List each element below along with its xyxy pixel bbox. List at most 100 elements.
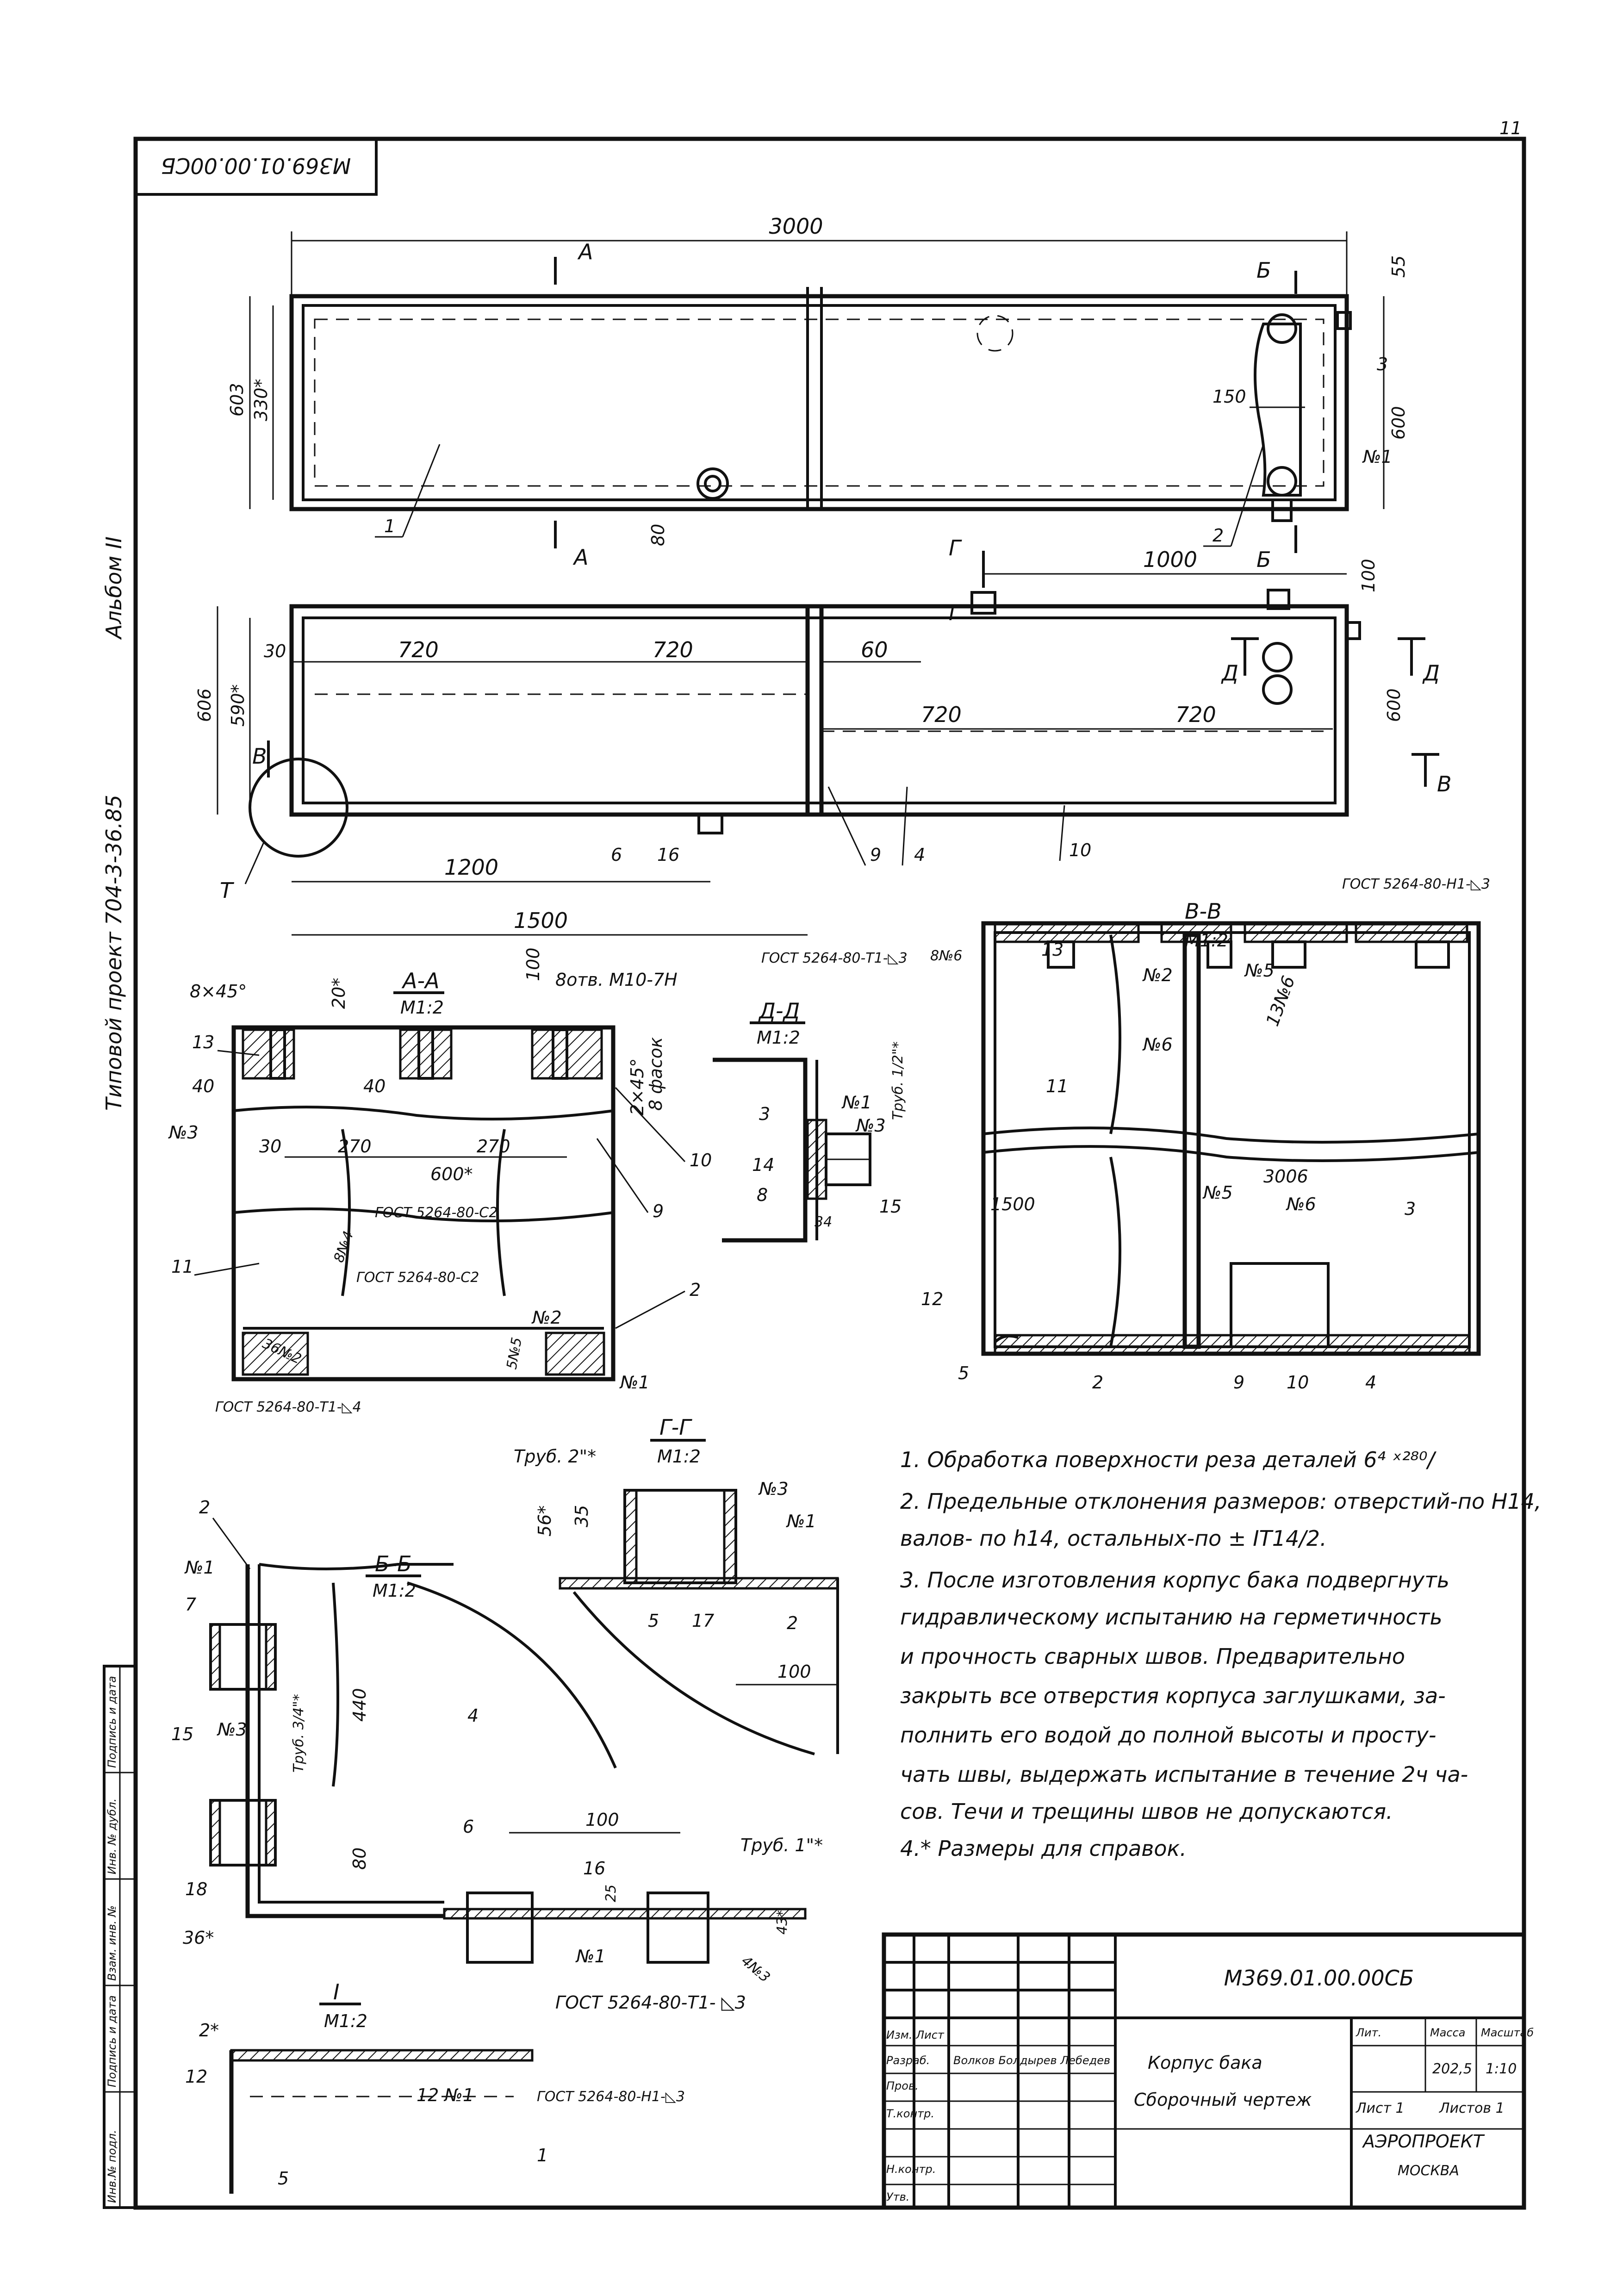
svg-text:13№6: 13№6 (1262, 973, 1299, 1029)
svg-text:№6: №6 (1286, 1194, 1316, 1214)
svg-text:12 №1: 12 №1 (417, 2085, 474, 2105)
svg-text:А-А: А-А (401, 968, 440, 993)
svg-text:2: 2 (1213, 525, 1224, 546)
svg-text:ГОСТ 5264-80-Т1-◺4: ГОСТ 5264-80-Т1-◺4 (215, 1399, 361, 1415)
svg-text:и прочность сварных швов. Пред: и прочность сварных швов. Предварительно (900, 1644, 1405, 1669)
svg-text:10: 10 (690, 1150, 712, 1170)
svg-text:Сборочный чертеж: Сборочный чертеж (1134, 2090, 1312, 2110)
svg-text:2: 2 (690, 1280, 701, 1300)
svg-text:330*: 330* (251, 379, 271, 421)
svg-text:60: 60 (861, 637, 888, 662)
svg-text:АЭРОПРОЕКТ: АЭРОПРОЕКТ (1362, 2131, 1485, 2152)
svg-text:№2: №2 (1142, 965, 1173, 985)
svg-text:600*: 600* (430, 1164, 473, 1184)
svg-text:А: А (572, 545, 588, 570)
svg-text:ГОСТ 5264-80-Н1-◺3: ГОСТ 5264-80-Н1-◺3 (537, 2089, 685, 2105)
svg-text:1200: 1200 (444, 855, 498, 880)
svg-text:№2: №2 (531, 1307, 562, 1328)
svg-text:590*: 590* (228, 684, 248, 727)
svg-text:№1: №1 (1362, 447, 1393, 467)
svg-text:100: 100 (523, 947, 543, 981)
svg-text:270: 270 (477, 1136, 510, 1157)
svg-text:7: 7 (185, 1594, 196, 1615)
project-label: Типовой проект 704-3-36.85 (101, 795, 126, 1111)
svg-text:11: 11 (1046, 1076, 1068, 1096)
svg-text:Изм. Лист: Изм. Лист (886, 2028, 945, 2041)
svg-text:25: 25 (603, 1885, 619, 1902)
svg-text:80: 80 (648, 524, 668, 546)
svg-text:Подпись и дата: Подпись и дата (106, 1995, 118, 2087)
svg-text:Лит.: Лит. (1356, 2026, 1381, 2039)
svg-text:606: 606 (194, 688, 215, 722)
svg-text:10: 10 (1069, 840, 1091, 860)
svg-text:440: 440 (349, 1688, 370, 1722)
svg-text:МОСКВА: МОСКВА (1398, 2163, 1459, 2179)
svg-text:15: 15 (879, 1196, 902, 1217)
svg-text:8№4: 8№4 (331, 1229, 357, 1265)
section-GG: Г-Г М1:2 Труб. 2"* 56* 35 №3 №1 5 17 2 1… (514, 1415, 839, 1755)
section-DD: Д-Д М1:2 Труб. 1/2"* №1 №3 3 14 8 15 34 (713, 998, 906, 1243)
svg-text:1: 1 (384, 516, 395, 536)
svg-text:56*: 56* (535, 1506, 555, 1537)
svg-text:1. Обработка поверхности реза: 1. Обработка поверхности реза деталей 6⁴… (900, 1447, 1436, 1472)
plan-view: 1000 100 606 590* 600 30 720 720 60 720 … (194, 535, 1452, 936)
title-block: М369.01.00.00СБ Корпус бака Сборочный че… (882, 1932, 1534, 2210)
svg-text:1500: 1500 (514, 908, 568, 933)
section-VV: В-В М1:2 ГОСТ 5264-80-Н1-◺3 ГОСТ 5264-80… (761, 876, 1490, 1393)
svg-text:гидравлическому испытанию на г: гидравлическому испытанию на герметичнос… (900, 1605, 1443, 1630)
svg-text:Разраб.: Разраб. (886, 2054, 930, 2067)
svg-text:13: 13 (192, 1032, 214, 1052)
svg-text:ГОСТ 5264-80-С2: ГОСТ 5264-80-С2 (375, 1205, 497, 1221)
svg-text:603: 603 (227, 383, 247, 417)
svg-text:14: 14 (752, 1155, 774, 1175)
svg-text:№1: №1 (575, 1946, 606, 1966)
svg-text:16: 16 (657, 845, 679, 865)
svg-text:№3: №3 (758, 1479, 789, 1499)
svg-text:720: 720 (398, 637, 439, 662)
svg-text:35: 35 (572, 1505, 592, 1527)
svg-text:I: I (333, 1979, 340, 2004)
dim-3000: 3000 (769, 214, 823, 239)
album-label: Альбом II (101, 536, 126, 640)
svg-text:720: 720 (921, 702, 962, 727)
svg-text:чать швы, выдержать испытание: чать швы, выдержать испытание в течение … (900, 1762, 1468, 1787)
svg-text:2: 2 (1092, 1372, 1103, 1393)
svg-text:Г: Г (949, 600, 962, 625)
svg-text:1000: 1000 (1143, 547, 1197, 572)
svg-text:Б: Б (1256, 547, 1271, 572)
page-mark: 11 (1499, 118, 1522, 138)
svg-text:Корпус бака: Корпус бака (1148, 2053, 1262, 2073)
svg-text:270: 270 (338, 1136, 372, 1157)
svg-text:18: 18 (185, 1879, 207, 1899)
svg-text:2: 2 (787, 1613, 798, 1633)
svg-text:Д-Д: Д-Д (758, 998, 800, 1023)
side-stamp: Инв.№ подл. Подпись и дата Взам. инв. № … (103, 1665, 137, 2209)
svg-text:202,5: 202,5 (1432, 2061, 1472, 2077)
svg-text:5: 5 (278, 2168, 289, 2189)
technical-notes: 1. Обработка поверхности реза деталей 6⁴… (900, 1447, 1541, 1861)
svg-text:30: 30 (264, 641, 286, 661)
svg-text:Масштаб: Масштаб (1481, 2026, 1534, 2039)
svg-text:Г-Г: Г-Г (659, 1415, 692, 1440)
svg-text:720: 720 (1175, 702, 1216, 727)
svg-text:5: 5 (648, 1611, 659, 1631)
svg-text:Труб. 1"*: Труб. 1"* (740, 1835, 823, 1855)
svg-text:40: 40 (363, 1076, 386, 1096)
svg-text:4.* Размеры для справок.: 4.* Размеры для справок. (900, 1836, 1187, 1861)
svg-text:валов- по h14, остальных-по ±: валов- по h14, остальных-по ± IT14/2. (900, 1526, 1327, 1551)
svg-text:13: 13 (1041, 940, 1063, 960)
svg-text:№3: №3 (168, 1122, 199, 1143)
svg-text:Взам. инв. №: Взам. инв. № (106, 1905, 118, 1981)
title-code: М369.01.00.00СБ (1224, 1966, 1414, 1991)
top-view: 3000 603 330* 55 600 150 80 А А Б Б 1 2 … (227, 214, 1409, 572)
svg-text:Масса: Масса (1430, 2026, 1466, 2039)
svg-text:4: 4 (467, 1705, 479, 1726)
svg-text:15: 15 (171, 1724, 193, 1744)
svg-text:3006: 3006 (1263, 1166, 1308, 1187)
section-AA: А-А М1:2 8×45° 20* 100 8отв. М10-7Н 2×45… (168, 947, 712, 1415)
mirrored-code-box (134, 137, 378, 196)
svg-text:№3: №3 (855, 1115, 886, 1136)
svg-text:8: 8 (757, 1185, 768, 1205)
svg-text:№1: №1 (841, 1092, 872, 1113)
